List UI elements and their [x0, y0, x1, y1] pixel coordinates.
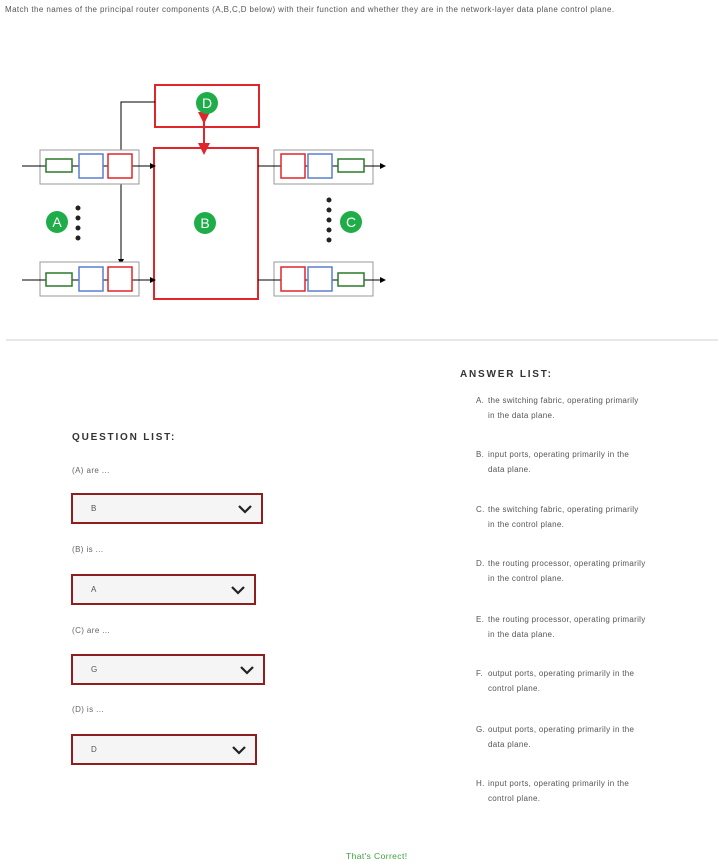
- chevron-down-icon: [232, 746, 246, 755]
- section-divider: [6, 339, 718, 341]
- select-value: D: [91, 745, 97, 754]
- chevron-down-icon: [240, 666, 254, 675]
- answer-item: C.the switching fabric, operating primar…: [476, 505, 639, 529]
- badge-d: D: [196, 92, 218, 114]
- router-diagram: D A B C: [22, 84, 386, 300]
- feedback-message: That's Correct!: [346, 851, 408, 861]
- answer-select-a[interactable]: B: [71, 493, 263, 524]
- svg-text:D: D: [202, 95, 212, 111]
- badge-b: B: [194, 212, 216, 234]
- select-value: B: [91, 504, 97, 513]
- question-label-d: (D) is ...: [72, 705, 104, 714]
- svg-text:C: C: [346, 214, 356, 230]
- question-label-b: (B) is ...: [72, 545, 104, 554]
- svg-text:B: B: [200, 215, 209, 231]
- badge-a: A: [46, 211, 68, 233]
- chevron-down-icon: [231, 586, 245, 595]
- question-label-a: (A) are ...: [72, 466, 110, 475]
- answer-select-d[interactable]: D: [71, 734, 257, 765]
- chevron-down-icon: [238, 505, 252, 514]
- answer-item: B.input ports, operating primarily in th…: [476, 450, 630, 474]
- input-port-top: [22, 149, 156, 185]
- answer-item: H.input ports, operating primarily in th…: [476, 779, 630, 803]
- output-port-top: [258, 149, 386, 185]
- answer-item: G.output ports, operating primarily in t…: [476, 725, 635, 749]
- ellipsis-left: [75, 205, 81, 241]
- ellipsis-right: [326, 197, 332, 243]
- select-value: G: [91, 665, 98, 674]
- answer-list-title: ANSWER LIST:: [460, 369, 553, 380]
- instructions: Match the names of the principal router …: [5, 5, 615, 14]
- answer-item: A.the switching fabric, operating primar…: [476, 396, 639, 420]
- question-list-title: QUESTION LIST:: [72, 432, 177, 443]
- answer-select-b[interactable]: A: [71, 574, 256, 605]
- output-port-bottom: [258, 261, 386, 297]
- answer-item: F.output ports, operating primarily in t…: [476, 669, 635, 693]
- input-port-bottom: [22, 261, 156, 297]
- answer-item: E.the routing processor, operating prima…: [476, 615, 646, 639]
- svg-text:A: A: [52, 214, 62, 230]
- badge-c: C: [340, 211, 362, 233]
- question-label-c: (C) are ...: [72, 626, 111, 635]
- select-value: A: [91, 585, 97, 594]
- answer-select-c[interactable]: G: [71, 654, 265, 685]
- answer-item: D.the routing processor, operating prima…: [476, 559, 646, 583]
